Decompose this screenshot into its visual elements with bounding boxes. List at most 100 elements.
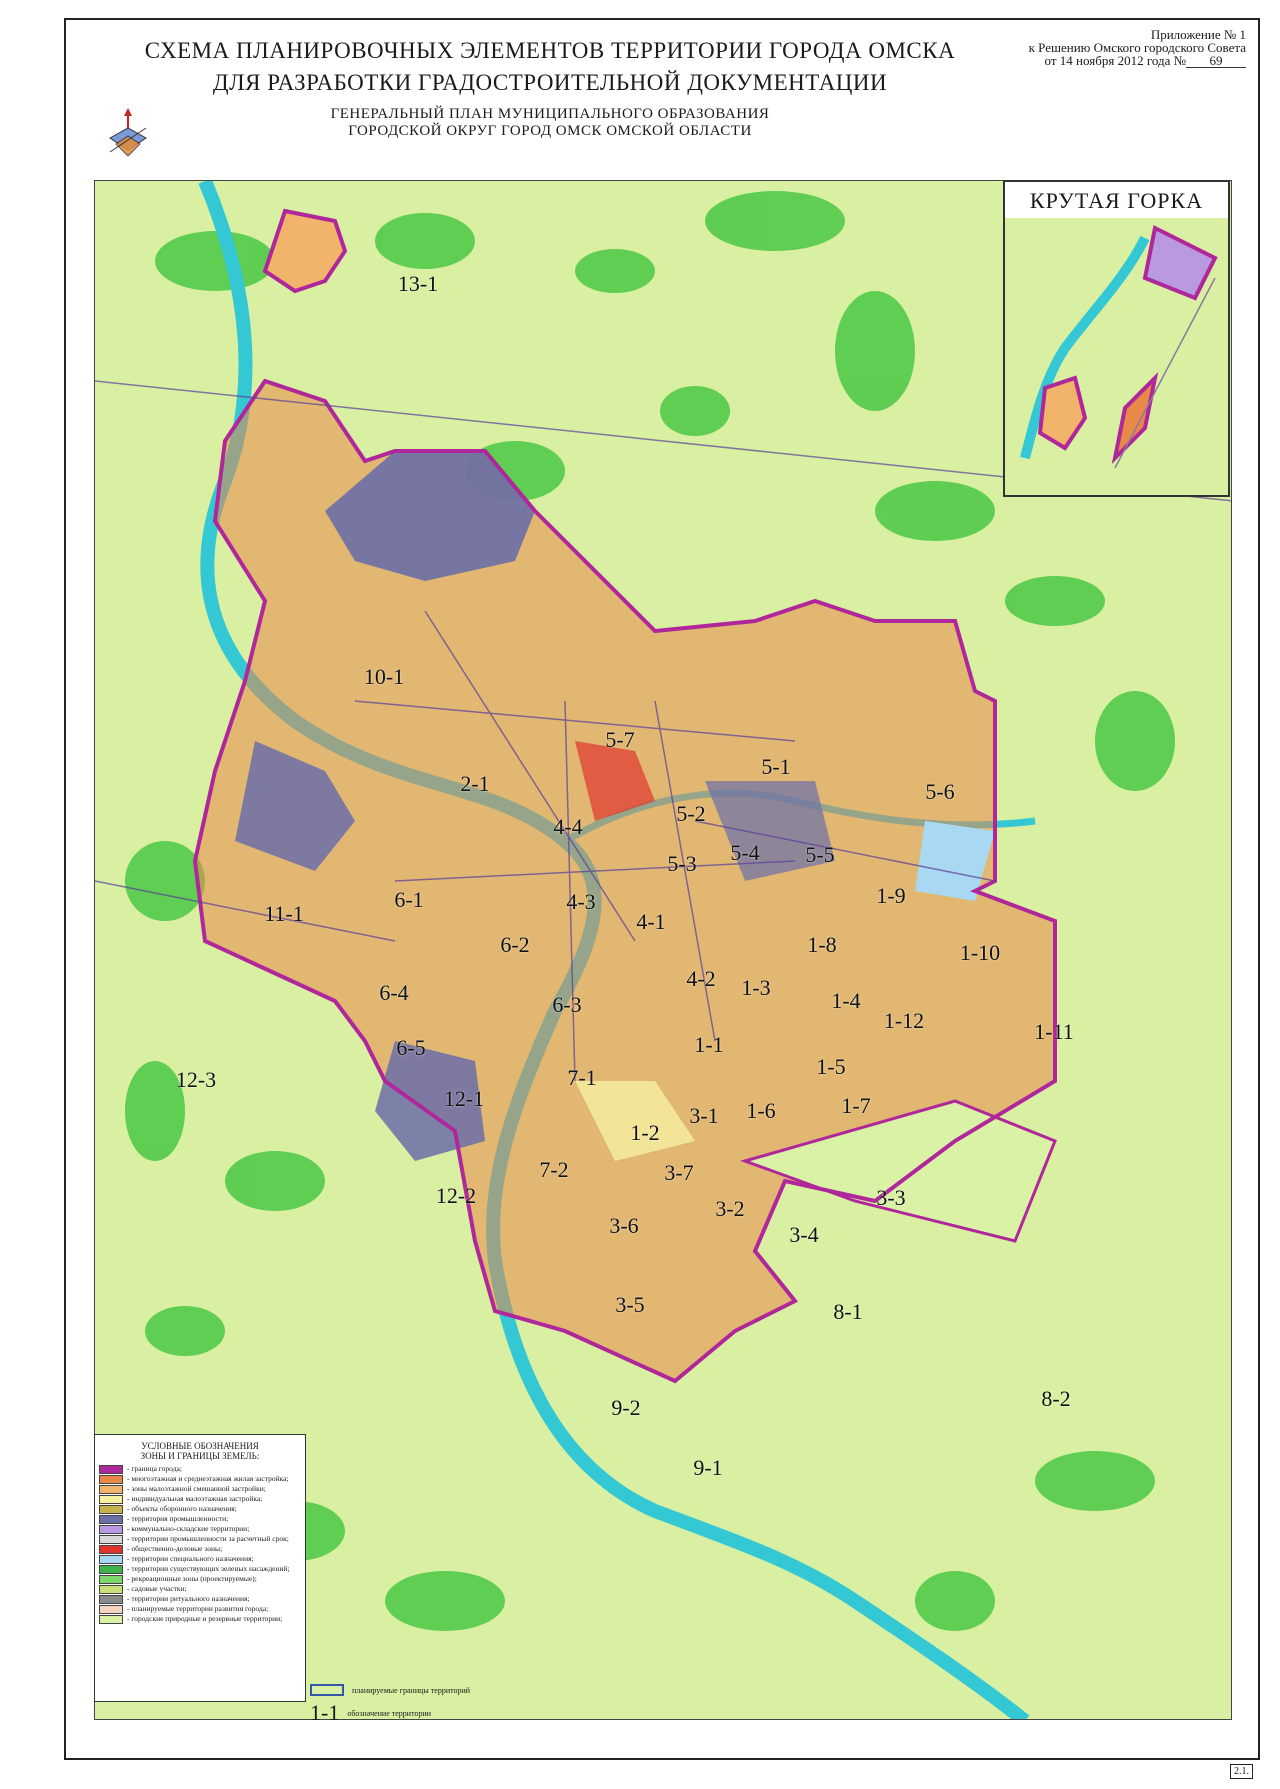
zone-label-12-2: 12-2 [435, 1183, 477, 1208]
sheet-number: 2.1. [1230, 1764, 1253, 1779]
zone-label-1-10: 1-10 [959, 940, 1001, 965]
legend-item: - многоэтажная и среднеэтажная жилая зас… [99, 1475, 301, 1484]
zone-label-7-2: 7-2 [539, 1157, 569, 1182]
appendix-line-2: к Решению Омского городского Совета [1028, 40, 1246, 55]
legend-item: - коммунально-складские территории; [99, 1525, 301, 1534]
legend-item-label: - территории промышленности за расчетный… [127, 1534, 289, 1543]
zone-label-3-3: 3-3 [876, 1185, 906, 1210]
zone-label-4-4: 4-4 [553, 814, 583, 839]
zone-label-9-2: 9-2 [611, 1395, 641, 1420]
zone-label-13-1: 13-1 [397, 271, 439, 296]
legend-item-label: - территории специального назначения; [127, 1554, 254, 1563]
legend-swatch [99, 1535, 123, 1544]
legend-item: - территория промышленности; [99, 1515, 301, 1524]
legend-swatch [99, 1565, 123, 1574]
zone-label-10-1: 10-1 [363, 664, 405, 689]
zone-label-6-1: 6-1 [394, 887, 424, 912]
legend-item-label: - садовые участки; [127, 1584, 187, 1593]
legend-swatch [99, 1595, 123, 1604]
legend-item-label: - городские природные и резервные террит… [127, 1614, 283, 1623]
inset-krutaya-gorka: КРУТАЯ ГОРКА [1003, 180, 1230, 497]
legend-item: - территории специального назначения; [99, 1555, 301, 1564]
legend-title-line-1: УСЛОВНЫЕ ОБОЗНАЧЕНИЯ [141, 1441, 259, 1451]
zone-label-2-1: 2-1 [460, 771, 490, 796]
legend-swatch [99, 1485, 123, 1494]
legend-item: - территории промышленности за расчетный… [99, 1535, 301, 1544]
zone-label-12-3: 12-3 [175, 1067, 217, 1092]
legend-item: - граница города; [99, 1465, 301, 1474]
zone-label-1-8: 1-8 [807, 932, 837, 957]
legend-item: - городские природные и резервные террит… [99, 1615, 301, 1624]
legend-item-label: - многоэтажная и среднеэтажная жилая зас… [127, 1474, 289, 1483]
zone-label-5-3: 5-3 [667, 851, 697, 876]
legend-item: - зоны малоэтажной смешанной застройки; [99, 1485, 301, 1494]
zone-label-6-2: 6-2 [500, 932, 530, 957]
zone-label-1-11: 1-11 [1034, 1019, 1074, 1044]
zone-label-1-2: 1-2 [630, 1120, 660, 1145]
zone-label-1-12: 1-12 [883, 1008, 925, 1033]
zone-label-5-1: 5-1 [761, 754, 791, 779]
legend-item-label: - индивидуальная малоэтажная застройка; [127, 1494, 263, 1503]
zone-label-4-3: 4-3 [566, 889, 596, 914]
legend-extra: планируемые границы территорий 1-1 обозн… [310, 1684, 470, 1730]
legend-item-label: - рекреационные зоны (проектируемые); [127, 1574, 257, 1583]
zone-label-3-4: 3-4 [789, 1222, 819, 1247]
compass-logo-icon [109, 108, 147, 157]
legend-swatch [99, 1515, 123, 1524]
legend-swatch [99, 1475, 123, 1484]
inset-map-graphic [1005, 218, 1228, 495]
zone-label-6-3: 6-3 [552, 992, 582, 1017]
zone-label-11-1: 11-1 [264, 901, 304, 926]
zone-label-5-7: 5-7 [605, 727, 635, 752]
legend-item: - объекты оборонного назначения; [99, 1505, 301, 1514]
legend-swatch [99, 1545, 123, 1554]
legend-item: - рекреационные зоны (проектируемые); [99, 1575, 301, 1584]
zone-label-1-7: 1-7 [841, 1093, 871, 1118]
zone-label-9-1: 9-1 [693, 1455, 723, 1480]
zone-label-12-1: 12-1 [443, 1086, 485, 1111]
legend-swatch [99, 1505, 123, 1514]
legend-designation: 1-1 обозначение территории [310, 1700, 470, 1726]
subtitle-line-2: ГОРОДСКОЙ ОКРУГ ГОРОД ОМСК ОМСКОЙ ОБЛАСТ… [348, 123, 752, 139]
legend-item: - территории существующих зеленых насажд… [99, 1565, 301, 1574]
zone-label-1-6: 1-6 [746, 1098, 776, 1123]
legend-item-label: - общественно-деловые зоны; [127, 1544, 223, 1553]
subtitle-line-1: ГЕНЕРАЛЬНЫЙ ПЛАН МУНИЦИПАЛЬНОГО ОБРАЗОВА… [330, 106, 770, 122]
planned-boundary-label: планируемые границы территорий [352, 1685, 471, 1695]
zone-label-5-5: 5-5 [805, 842, 835, 867]
legend-item: - индивидуальная малоэтажная застройка; [99, 1495, 301, 1504]
zone-label-3-6: 3-6 [609, 1213, 639, 1238]
zone-label-8-2: 8-2 [1041, 1386, 1071, 1411]
zone-label-3-2: 3-2 [715, 1196, 745, 1221]
map-frame [64, 18, 1260, 1760]
zone-label-3-1: 3-1 [689, 1103, 719, 1128]
legend-swatch [99, 1555, 123, 1564]
legend-item-label: - объекты оборонного назначения; [127, 1504, 237, 1513]
legend-title-line-2: ЗОНЫ И ГРАНИЦЫ ЗЕМЕЛЬ: [140, 1451, 260, 1461]
zone-label-5-4: 5-4 [730, 840, 760, 865]
zone-label-5-2: 5-2 [676, 801, 706, 826]
zone-label-3-5: 3-5 [615, 1292, 645, 1317]
designation-example: 1-1 [310, 1700, 340, 1725]
inset-title: КРУТАЯ ГОРКА [1005, 184, 1228, 220]
zone-label-6-5: 6-5 [396, 1035, 426, 1060]
zone-label-1-5: 1-5 [816, 1054, 846, 1079]
legend-item-label: - граница города; [127, 1464, 182, 1473]
legend-planned-boundaries: планируемые границы территорий [310, 1684, 470, 1696]
zone-label-1-4: 1-4 [831, 988, 861, 1013]
zone-label-4-1: 4-1 [636, 909, 666, 934]
legend-item-label: - зоны малоэтажной смешанной застройки; [127, 1484, 266, 1493]
legend-title: УСЛОВНЫЕ ОБОЗНАЧЕНИЯ ЗОНЫ И ГРАНИЦЫ ЗЕМЕ… [99, 1441, 301, 1461]
zone-label-6-4: 6-4 [379, 980, 409, 1005]
zone-label-4-2: 4-2 [686, 966, 716, 991]
appendix-note: Приложение № 1 к Решению Омского городск… [1006, 28, 1246, 68]
legend-item-label: - планируемые территории развития города… [127, 1604, 269, 1613]
title-line-2: ДЛЯ РАЗРАБОТКИ ГРАДОСТРОИТЕЛЬНОЙ ДОКУМЕН… [212, 70, 888, 95]
zone-label-1-9: 1-9 [876, 883, 906, 908]
legend-item: - садовые участки; [99, 1585, 301, 1594]
legend-swatch [99, 1585, 123, 1594]
legend-item: - планируемые территории развития города… [99, 1605, 301, 1614]
legend-swatch [99, 1615, 123, 1624]
zone-label-8-1: 8-1 [833, 1299, 863, 1324]
